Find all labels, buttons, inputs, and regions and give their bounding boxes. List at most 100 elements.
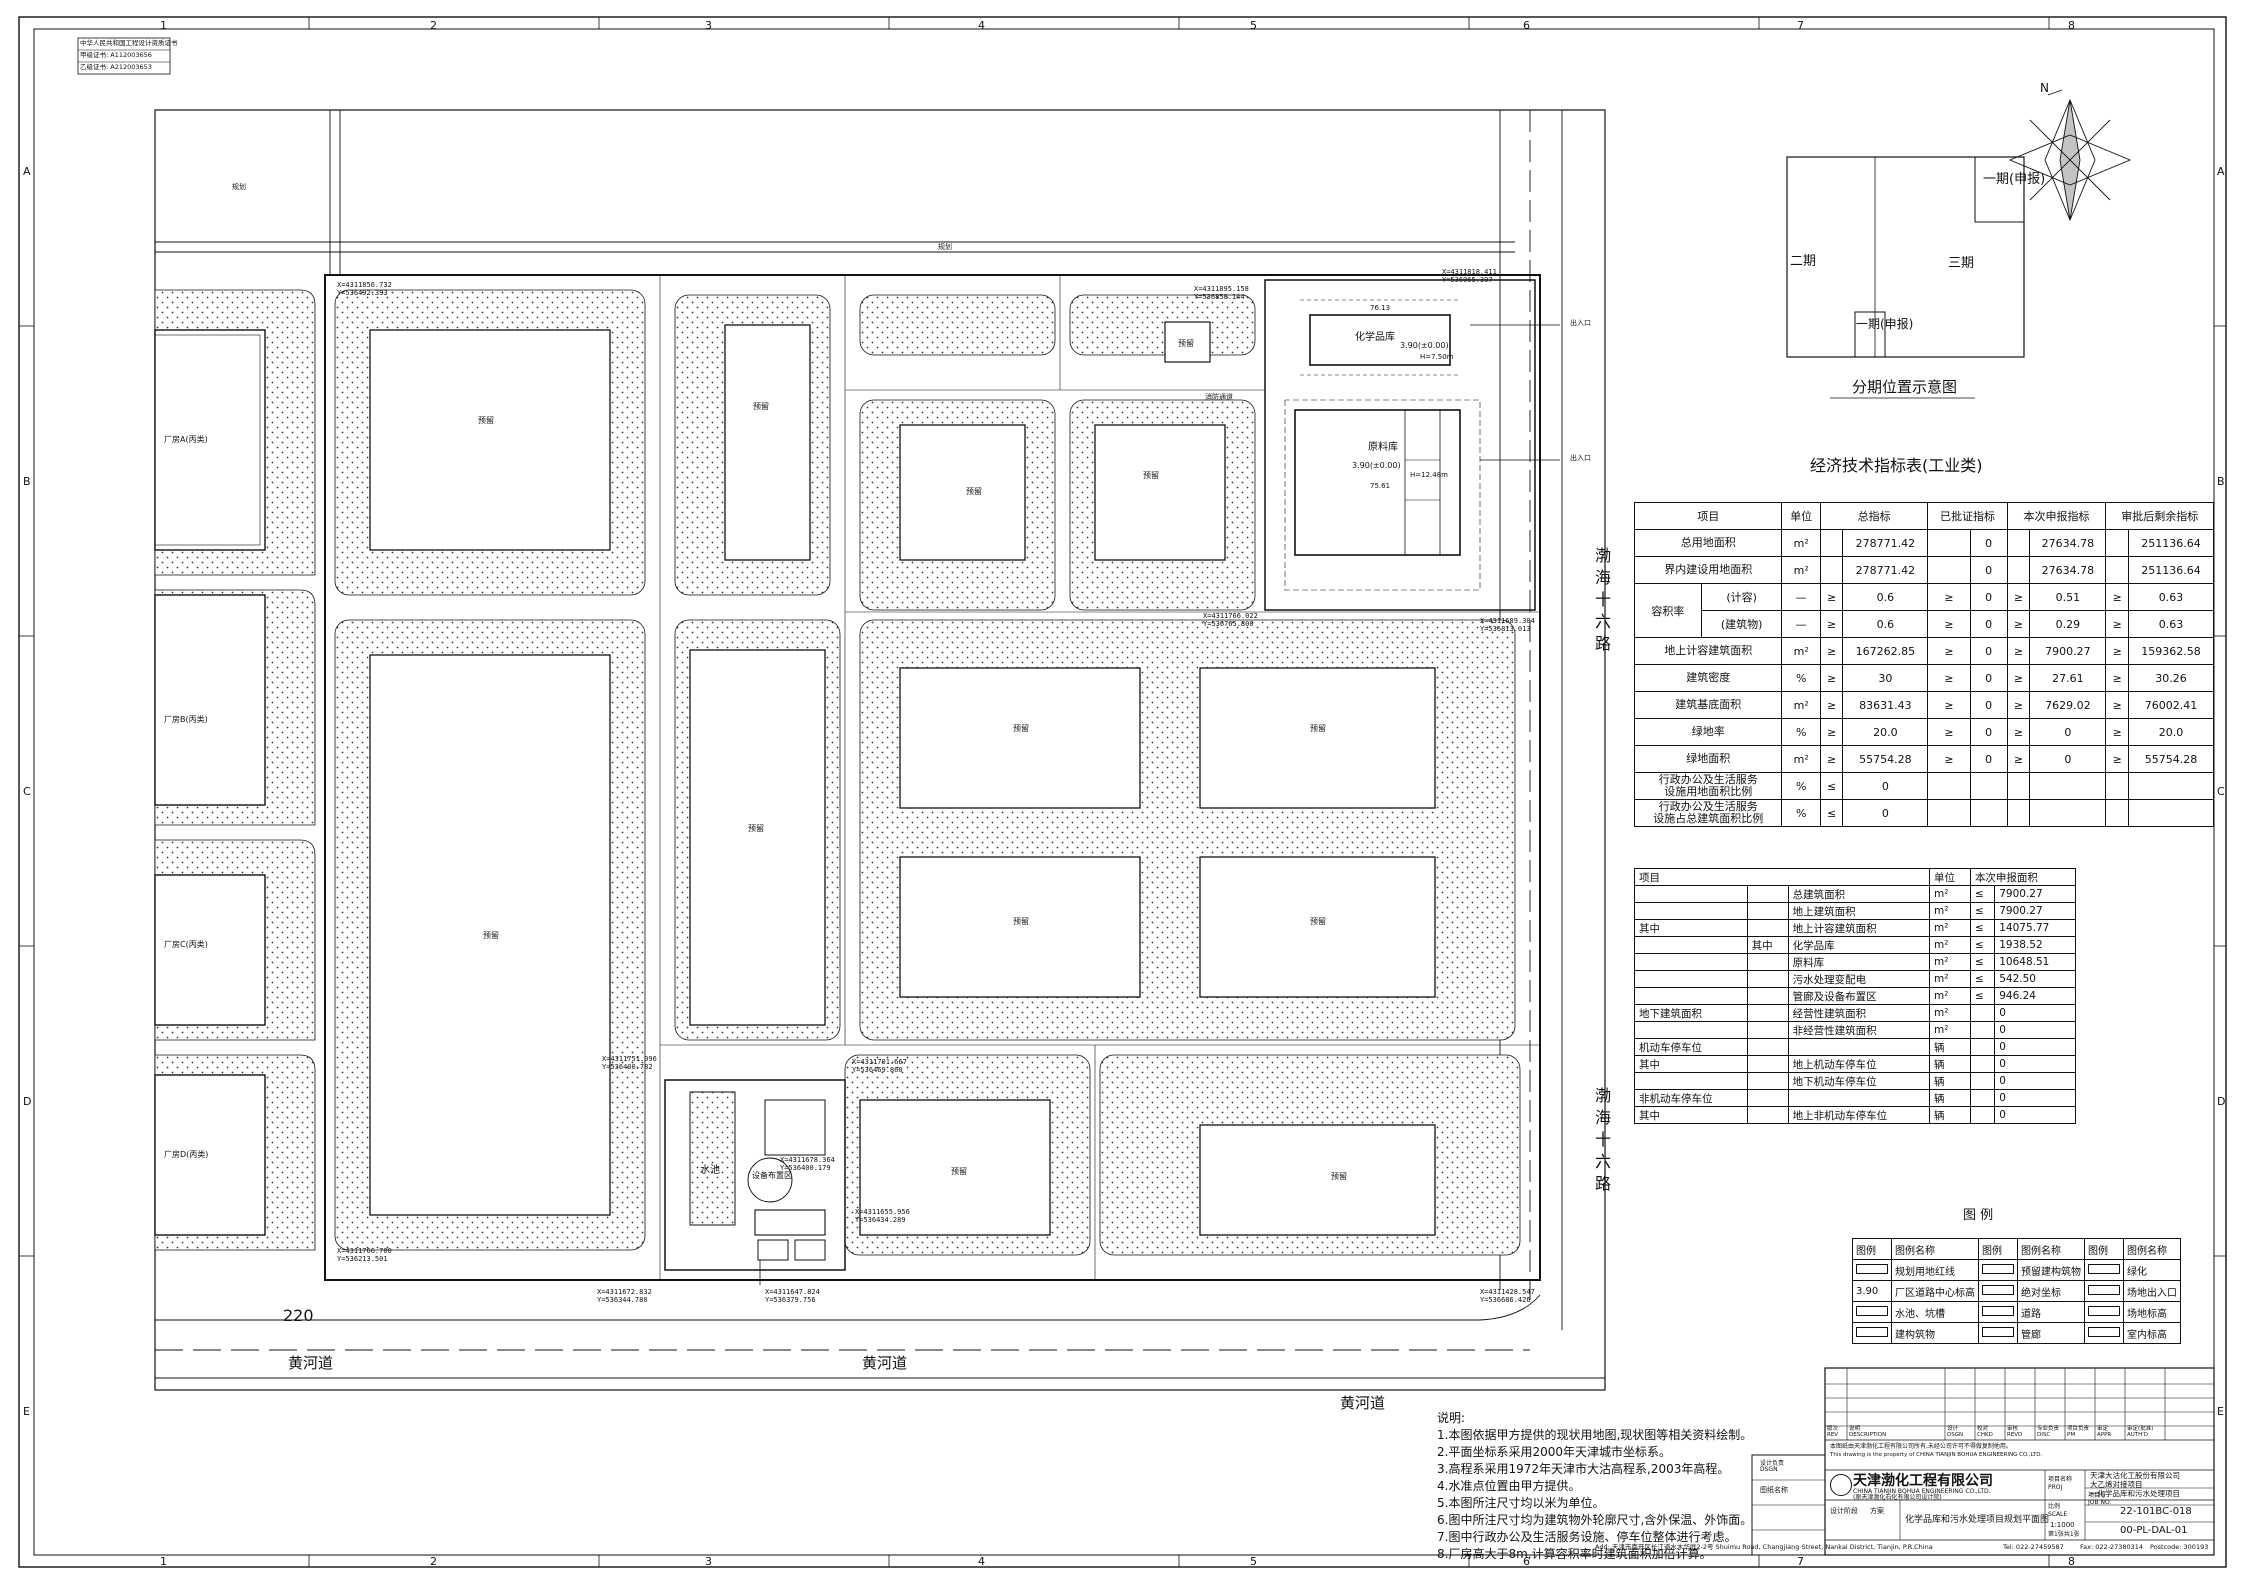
row-operator: ≥: [1819, 691, 1844, 719]
note-3: 3.高程系采用1972年天津市大沽高程系,2003年高程。: [1437, 1462, 1730, 1476]
bd-group: 其中: [1634, 1055, 1748, 1073]
bd-unit: m²: [1928, 953, 1971, 971]
bd-value: 0: [1994, 1106, 2076, 1124]
bd-operator: [1969, 1089, 1996, 1107]
col-num-6-bottom: 6: [1523, 1555, 1530, 1568]
bd-unit: 辆: [1928, 1072, 1971, 1090]
row-operator: ≥: [1819, 637, 1844, 665]
bd-operator: ≤: [1969, 902, 1996, 920]
bd-subgroup: [1746, 1072, 1789, 1090]
phase-diagram: [1786, 156, 2025, 399]
bd-header-item: 项目: [1634, 868, 1930, 886]
row-sub: (建筑物): [1700, 610, 1783, 638]
row-letter-a-right: A: [2217, 165, 2225, 178]
col-num-2-bottom: 2: [430, 1555, 437, 1568]
row-operator: ≥: [2006, 745, 2031, 773]
east-road-name: 渤海十六路: [1594, 546, 1611, 653]
row-approved: 0: [1969, 691, 2008, 719]
row-operator: ≥: [2006, 610, 2031, 638]
row-unit: —: [1781, 610, 1821, 638]
col-num-8: 8: [2068, 19, 2075, 32]
bd-header-unit: 单位: [1928, 868, 1971, 886]
factory-a-label: 厂房A(丙类): [164, 435, 208, 444]
row-operator: ≥: [1819, 583, 1844, 611]
row-unit: %: [1781, 664, 1821, 692]
econ-header-remain: 审批后剩余指标: [2105, 502, 2214, 530]
row-name: 建筑密度: [1633, 664, 1783, 692]
bd-unit: m²: [1928, 885, 1971, 903]
legend-symbol: [1978, 1322, 2018, 1344]
chemical-store-label: 化学品库: [1355, 332, 1395, 343]
bd-item: 地上建筑面积: [1787, 902, 1930, 920]
econ-header-approved: 已批证指标: [1927, 502, 2008, 530]
coord-1: X=4311856.732 Y=536492.393: [337, 281, 392, 297]
col-num-1-bottom: 1: [160, 1555, 167, 1568]
scale-value: 1:1000: [2050, 1521, 2075, 1529]
bd-header-area: 本次申报面积: [1969, 868, 2077, 886]
raw-store-label: 原料库: [1368, 442, 1398, 453]
coord-3: X=4311818.411 Y=536965.397: [1442, 268, 1497, 284]
project-area: [1264, 279, 1560, 611]
row-operator: ≥: [2105, 664, 2130, 692]
design-notes: 说明: 1.本图依据甲方提供的现状用地图,现状图等相关资料绘制。 2.平面坐标系…: [1437, 1410, 1752, 1563]
bd-operator: [1969, 1004, 1996, 1022]
bd-unit: 辆: [1928, 1089, 1971, 1107]
bd-value: 0: [1994, 1072, 2076, 1090]
row-current: 27.61: [2029, 664, 2107, 692]
legend-name: 场地标高: [2123, 1301, 2181, 1323]
row-remain: 159362.58: [2128, 637, 2214, 665]
row-operator: ≥: [2006, 718, 2031, 746]
note-8: 8.厂房高大于8m,计算容积率时建筑面积加倍计算。: [1437, 1547, 1712, 1561]
phase1b-label: 一期(申报): [1856, 317, 1914, 331]
rev-header-cell: 专业负责 DISC: [2037, 1426, 2060, 1438]
row-current: 0: [2029, 745, 2107, 773]
legend-name: 预留建构筑物: [2017, 1259, 2085, 1281]
row-current: 0.29: [2029, 610, 2107, 638]
legend-name: 水池、坑槽: [1891, 1301, 1979, 1323]
bd-group: [1634, 1021, 1748, 1039]
bd-operator: ≤: [1969, 919, 1996, 937]
legend-symbol: [1978, 1259, 2018, 1281]
reserve-label-9: 预留: [1310, 724, 1326, 733]
bd-group: [1634, 885, 1748, 903]
econ-header-total: 总指标: [1819, 502, 1929, 530]
row-approved: 0: [1969, 664, 2008, 692]
bd-value: 7900.27: [1994, 902, 2076, 920]
bd-unit: m²: [1928, 1021, 1971, 1039]
reserve-label-3: 预留: [753, 402, 769, 411]
row-operator: ≥: [2105, 718, 2130, 746]
legend-header: 图例名称: [2123, 1238, 2181, 1260]
row-operator: ≥: [1927, 610, 1971, 638]
row-operator: [2105, 799, 2130, 827]
note-7: 7.图中行政办公及生活服务设施、停车位整体进行考虑。: [1437, 1530, 1737, 1544]
row-total: 0: [1842, 799, 1929, 827]
reserve-label-8: 预留: [1013, 724, 1029, 733]
chemical-elev: 3.90(±0.00): [1400, 341, 1449, 350]
legend-name: 厂区道路中心标高: [1891, 1280, 1979, 1302]
job-number: 22-101BC-018: [2120, 1506, 2192, 1517]
reserve-label-5: 预留: [966, 487, 982, 496]
legend-name: 绿化: [2123, 1259, 2181, 1281]
coord-8: X=4311655.956 Y=536434.289: [855, 1208, 910, 1224]
row-operator: ≥: [2105, 691, 2130, 719]
row-remain: 0.63: [2128, 610, 2214, 638]
rev-header-cell: 设计 DSGN: [1947, 1426, 1964, 1438]
bd-item: 经营性建筑面积: [1787, 1004, 1930, 1022]
row-operator: ≥: [1927, 718, 1971, 746]
phase2-label: 二期: [1790, 254, 1817, 269]
bd-group: [1634, 936, 1748, 954]
row-name: 总用地面积: [1633, 529, 1783, 557]
econ-header-unit: 单位: [1781, 502, 1821, 530]
legend-symbol: [2084, 1301, 2124, 1323]
stage-value: 方案: [1870, 1507, 1884, 1515]
